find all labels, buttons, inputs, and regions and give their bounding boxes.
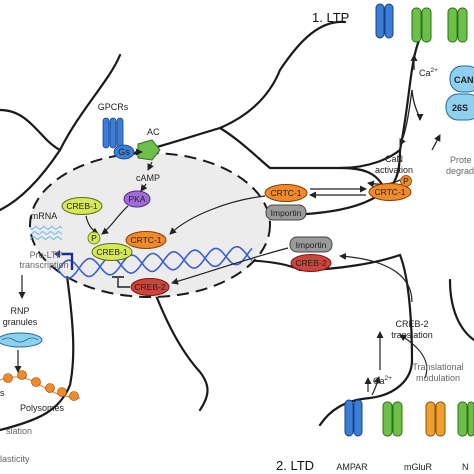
phosphate-label-cyto: P bbox=[403, 176, 409, 186]
dna-helix bbox=[57, 246, 253, 280]
mglur-receptor-top bbox=[411, 7, 432, 43]
ampar-receptor-bottom bbox=[344, 399, 363, 437]
rnp-label-1: RNP bbox=[10, 306, 29, 316]
gpcr-receptor bbox=[102, 117, 124, 149]
proteasome-degradation-label-2: degrada bbox=[446, 166, 474, 176]
adenylyl-cyclase bbox=[137, 139, 161, 161]
creb1-bound-label: CREB-1 bbox=[96, 247, 127, 257]
phosphate-marker-nuclear: P bbox=[87, 231, 101, 245]
importin-top-label: Importin bbox=[271, 208, 302, 218]
mglur-receptor-bottom bbox=[382, 401, 403, 437]
rnp-label-2: granules bbox=[3, 317, 38, 327]
nmdar-partial-label: N bbox=[462, 462, 469, 472]
translational-modulation-label-2: modulation bbox=[416, 373, 460, 383]
ampar-receptor-top bbox=[375, 3, 394, 39]
polysome-ribosome bbox=[69, 391, 79, 401]
transcription-start-arrow bbox=[62, 252, 74, 270]
ltd-receptor-cluster bbox=[344, 399, 474, 437]
creb2-translation-label-2: translation bbox=[391, 330, 433, 340]
crtc1-phosphorylated-label: CRTC-1 bbox=[374, 187, 405, 197]
plasticity-partial-label: lasticity bbox=[0, 454, 30, 464]
pka-label: PKA bbox=[128, 194, 145, 204]
pka-node: PKA bbox=[123, 190, 151, 208]
proteasome-degradation-label-1: Prote bbox=[450, 155, 472, 165]
camp-label: cAMP bbox=[136, 173, 160, 183]
importin-top-node: Importin bbox=[265, 204, 307, 221]
rnp-granule bbox=[0, 332, 43, 348]
mrna-label: mRNA bbox=[31, 211, 58, 221]
crtc1-nuclear-node: CRTC-1 bbox=[125, 231, 167, 249]
can-activation-label-1: CaN bbox=[385, 154, 403, 164]
ampar-label: AMPAR bbox=[336, 462, 368, 472]
mrna-waves bbox=[29, 225, 63, 240]
proteasome-label: 26S bbox=[452, 103, 468, 113]
calcium-label-bottom: Ca2+ bbox=[373, 375, 392, 386]
calcineurin-complex: CAN bbox=[449, 65, 474, 93]
translation-partial-label: slation bbox=[6, 426, 32, 436]
translational-modulation-label-1: Translational bbox=[412, 362, 463, 372]
importin-bottom-label: Importin bbox=[296, 240, 327, 250]
polysomes-label: Polysomes bbox=[20, 403, 65, 413]
calcium-label-top: Ca2+ bbox=[419, 67, 438, 78]
creb1-free-node: CREB-1 bbox=[61, 197, 103, 215]
proteasome-26s: 26S bbox=[445, 93, 474, 121]
gpcr-label: GPCRs bbox=[98, 102, 129, 112]
gs-protein: Gs bbox=[113, 144, 135, 160]
crtc1-cytoplasm-label: CRTC-1 bbox=[270, 188, 301, 198]
polysome-ribosome bbox=[45, 383, 55, 393]
ltd-pathway-arrows bbox=[171, 247, 428, 396]
s-partial-label: s bbox=[0, 388, 5, 398]
can-activation-label-2: activation bbox=[375, 165, 413, 175]
ac-label: AC bbox=[147, 127, 160, 137]
ltp-section-label: 1. LTP bbox=[312, 10, 349, 25]
polysome-ribosome bbox=[57, 387, 67, 397]
polysome-ribosome bbox=[17, 370, 27, 380]
pro-ltp-label-2: transcription bbox=[19, 260, 68, 270]
ltd-section-label: 2. LTD bbox=[276, 458, 314, 473]
mglur-label: mGluR bbox=[404, 462, 433, 472]
nmdar-receptor-bottom bbox=[457, 401, 474, 437]
gs-label: Gs bbox=[118, 147, 130, 157]
nmdar-receptor-top bbox=[447, 7, 468, 43]
creb2-cytoplasm-node: CREB-2 bbox=[290, 254, 332, 272]
orange-receptor-bottom bbox=[425, 401, 446, 437]
can-label: CAN bbox=[454, 75, 474, 85]
polysome-ribosome bbox=[3, 373, 13, 383]
creb2-nuclear-label: CREB-2 bbox=[134, 282, 165, 292]
creb1-bound-node: CREB-1 bbox=[91, 243, 133, 261]
shuttle-arrows bbox=[169, 185, 367, 235]
pro-ltp-label-1: Pro-LTP bbox=[30, 250, 63, 260]
creb2-nuclear-node: CREB-2 bbox=[130, 278, 170, 296]
creb2-inhibition-line bbox=[117, 278, 130, 288]
ltp-receptor-cluster bbox=[375, 3, 468, 43]
importin-bottom-node: Importin bbox=[289, 236, 333, 253]
polysome-chain bbox=[0, 370, 81, 401]
polysome-ribosome bbox=[31, 377, 41, 387]
creb1-free-label: CREB-1 bbox=[66, 201, 97, 211]
svg-text:P: P bbox=[91, 233, 97, 243]
creb2-translation-label-1: CREB-2 bbox=[395, 319, 428, 329]
crtc1-cytoplasm-node: CRTC-1 bbox=[264, 184, 308, 202]
crtc1-nuclear-label: CRTC-1 bbox=[130, 235, 161, 245]
creb2-cytoplasm-label: CREB-2 bbox=[295, 258, 326, 268]
crtc1-phosphorylated-node: CRTC-1 P bbox=[368, 175, 412, 201]
